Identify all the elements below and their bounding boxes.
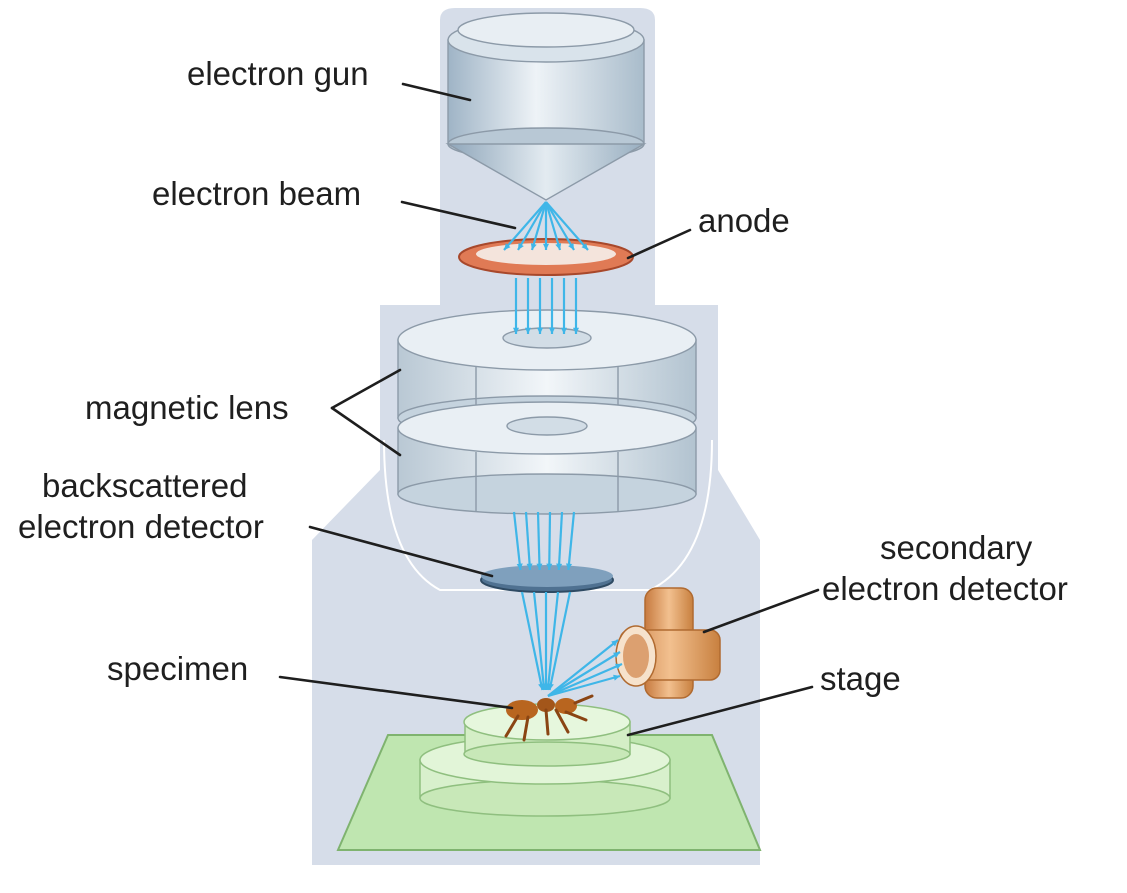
label-electron-gun: electron gun bbox=[187, 55, 369, 92]
beam-ray bbox=[545, 201, 575, 251]
beam-ray bbox=[548, 591, 572, 691]
beam-arrowhead bbox=[581, 243, 588, 250]
beam-ray bbox=[524, 511, 532, 571]
beam-arrowhead bbox=[524, 327, 532, 334]
beam-arrowhead bbox=[611, 640, 618, 647]
beam-ray bbox=[548, 511, 552, 571]
beam-arrowhead bbox=[526, 563, 533, 570]
leader-lines bbox=[278, 82, 820, 737]
beam-arrowhead bbox=[555, 243, 562, 250]
beam-arrowhead bbox=[568, 243, 574, 250]
stage bbox=[336, 703, 762, 851]
beam-arrowhead bbox=[572, 327, 580, 334]
beam-ray bbox=[544, 201, 562, 251]
beam-arrowhead bbox=[548, 327, 556, 334]
beam-arrowhead bbox=[512, 327, 520, 334]
beam-ray bbox=[547, 674, 621, 698]
magnetic-lens-lower bbox=[397, 401, 697, 515]
beam-ray bbox=[517, 201, 547, 251]
beam-ray bbox=[546, 591, 560, 691]
electron-beam-rays bbox=[503, 201, 623, 698]
beam-arrowhead bbox=[546, 563, 553, 570]
beam-arrowhead bbox=[504, 243, 511, 250]
beam-ray bbox=[503, 201, 547, 251]
beam-ray bbox=[547, 639, 619, 697]
beam-arrowhead bbox=[565, 563, 573, 570]
beam-ray bbox=[545, 201, 589, 251]
electron-gun bbox=[445, 12, 647, 201]
label-stage: stage bbox=[820, 660, 901, 697]
beam-arrowhead bbox=[560, 327, 568, 334]
beam-ray bbox=[557, 511, 564, 571]
label-specimen: specimen bbox=[107, 650, 248, 687]
beam-ray bbox=[547, 662, 623, 698]
beam-arrowhead bbox=[518, 243, 524, 250]
beam-ray bbox=[536, 511, 541, 571]
label-electron-beam: electron beam bbox=[152, 175, 361, 212]
label-magnetic-lens: magnetic lens bbox=[85, 389, 289, 426]
backscattered-detector bbox=[480, 565, 614, 593]
beam-arrowhead bbox=[613, 652, 620, 658]
beam-arrowhead bbox=[530, 243, 537, 250]
beam-arrowhead bbox=[547, 683, 554, 690]
specimen-ant bbox=[504, 694, 594, 742]
secondary-detector bbox=[615, 587, 721, 699]
beam-ray bbox=[530, 201, 548, 251]
beam-ray bbox=[520, 591, 544, 691]
beam-ray bbox=[512, 511, 522, 571]
beam-ray bbox=[547, 651, 621, 697]
beam-arrowhead bbox=[613, 674, 620, 681]
label-backscattered-line1: backscattered bbox=[42, 467, 247, 504]
beam-arrowhead bbox=[542, 243, 550, 250]
beam-arrowhead bbox=[556, 563, 563, 570]
beam-arrowhead bbox=[536, 563, 543, 570]
beam-arrowhead bbox=[615, 663, 622, 670]
beam-ray bbox=[567, 511, 576, 571]
label-secondary-line1: secondary bbox=[880, 529, 1033, 566]
label-backscattered-line2: electron detector bbox=[18, 508, 264, 545]
beam-arrowhead bbox=[516, 563, 523, 570]
beam-arrowhead bbox=[536, 327, 544, 334]
label-anode: anode bbox=[698, 202, 790, 239]
label-secondary-line2: electron detector bbox=[822, 570, 1068, 607]
beam-ray bbox=[532, 591, 546, 691]
